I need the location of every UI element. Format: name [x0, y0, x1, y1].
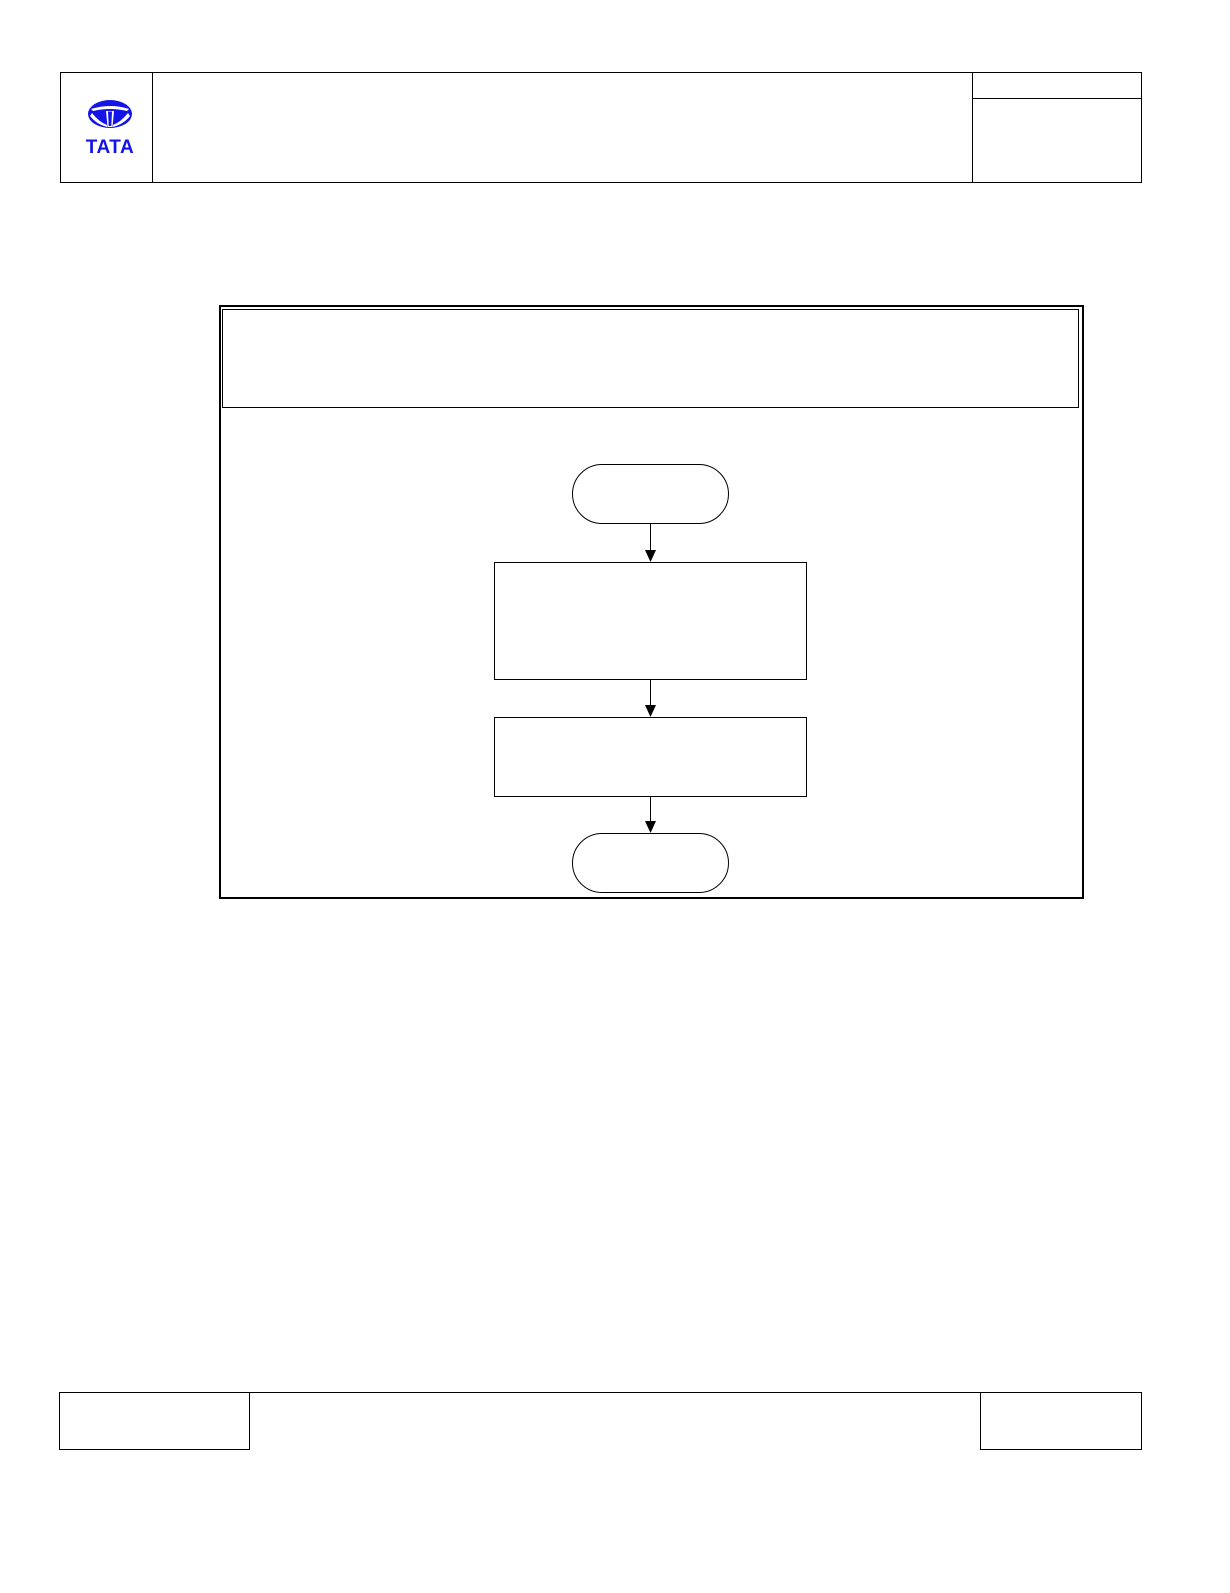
footer-right-cell — [980, 1392, 1142, 1450]
header-right-bottom-cell — [973, 99, 1142, 183]
footer-left-cell — [59, 1392, 250, 1450]
footer-middle-cell — [250, 1392, 981, 1393]
flowchart-frame — [219, 305, 1084, 899]
header-title-cell — [152, 72, 973, 183]
header-divider-1 — [152, 72, 153, 183]
logo-text: TATA — [86, 137, 134, 156]
flowchart-end-node — [572, 833, 729, 893]
tata-logo: TATA — [86, 100, 134, 156]
flowchart-start-node — [572, 464, 729, 524]
flowchart-process-step-2 — [494, 717, 807, 797]
header-right-top-cell — [973, 72, 1142, 99]
footer-top-rule — [250, 1392, 981, 1393]
header-divider-2 — [972, 72, 973, 183]
flowchart-title-box — [222, 309, 1079, 408]
header-table — [60, 72, 1142, 183]
flowchart-process-step-1 — [494, 562, 807, 680]
header-divider-3 — [973, 98, 1142, 99]
